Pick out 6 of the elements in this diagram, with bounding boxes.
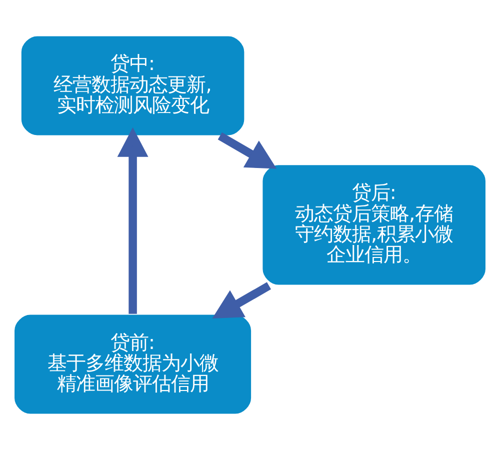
node-box: 贷后: 动态贷后策略,存储守约数据,积累小微企业信用。 (261, 164, 487, 286)
node-box: 贷中: 经营数据动态更新,实时检测风险变化 (20, 34, 246, 137)
arrow (212, 282, 272, 318)
arrow (218, 132, 277, 169)
node-box: 贷前: 基于多维数据为小微精准画像评估信用 (13, 313, 252, 416)
arrow (117, 127, 148, 314)
